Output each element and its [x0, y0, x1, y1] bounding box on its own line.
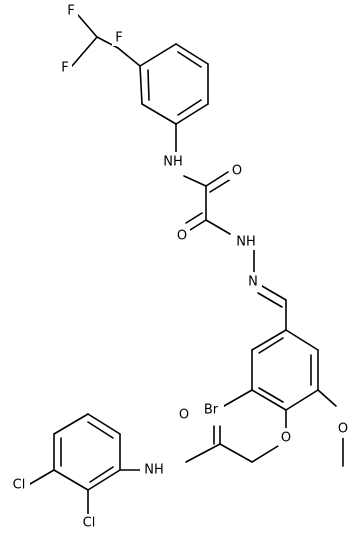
bond — [251, 445, 279, 463]
atom-label: Cl — [13, 478, 26, 493]
atom-label: NH — [236, 235, 256, 250]
atom-o-carbonyl-amide: O — [176, 406, 192, 424]
bond — [219, 443, 253, 463]
atom-o-carbonyl-top: O — [229, 162, 245, 180]
atom-o-carbonyl-bottom: O — [174, 227, 190, 245]
bond — [258, 387, 284, 403]
atom-label: O — [177, 229, 187, 244]
atom-br: Br — [198, 400, 224, 418]
atom-nh-amide-top: NH — [160, 152, 186, 170]
bond — [223, 389, 253, 407]
bond — [185, 212, 203, 224]
bond — [251, 389, 287, 411]
bond — [53, 413, 89, 435]
atom-cl-1: Cl — [8, 476, 30, 494]
bond — [177, 99, 202, 116]
bond — [53, 469, 89, 491]
bond — [117, 47, 141, 67]
bond — [209, 178, 232, 193]
bond — [185, 443, 221, 463]
bond — [175, 43, 209, 65]
bond-layer — [29, 14, 344, 515]
bond — [251, 329, 287, 351]
atom-o-ether: O — [278, 428, 294, 446]
bond — [96, 36, 119, 49]
bond — [87, 421, 114, 439]
atom-label: F — [61, 61, 68, 76]
atom-label: F — [115, 31, 122, 46]
bond — [257, 292, 283, 308]
atom-n-imine: N — [244, 272, 262, 290]
atom-label: Br — [204, 403, 219, 418]
bond — [147, 69, 150, 101]
bond — [285, 329, 319, 351]
bond — [71, 36, 98, 67]
atom-label-layer: F F F NH O O NH N — [8, 3, 351, 532]
atom-nh-amide-bottom: NH — [140, 460, 168, 478]
atom-label: Cl — [83, 516, 96, 531]
bond — [77, 14, 98, 38]
atom-f2: F — [58, 60, 72, 76]
atom-label: F — [67, 4, 74, 19]
atom-label: NH — [144, 463, 164, 478]
bond — [87, 413, 121, 435]
bond — [261, 285, 287, 301]
atom-label: O — [232, 164, 242, 179]
atom-label: O — [179, 408, 189, 423]
atom-o-methoxy: O — [335, 420, 351, 438]
bond — [141, 103, 177, 125]
bond — [177, 51, 202, 68]
bond — [139, 43, 177, 67]
bond — [139, 65, 143, 105]
bond — [89, 466, 114, 483]
bond — [87, 469, 121, 491]
bond — [205, 171, 229, 187]
bond — [205, 219, 231, 235]
bond — [317, 389, 337, 407]
bond — [175, 103, 209, 125]
bond — [258, 337, 284, 354]
atom-f1: F — [64, 3, 78, 19]
atom-label: NH — [163, 155, 183, 170]
bond — [285, 389, 319, 411]
atom-label: O — [338, 422, 348, 437]
bond — [189, 219, 207, 231]
bond — [183, 175, 207, 187]
atom-nh-hydrazide: NH — [232, 232, 260, 250]
atom-f3: F — [112, 30, 126, 46]
atom-label: N — [248, 275, 258, 290]
atom-label: O — [281, 431, 291, 446]
atom-cl-2: Cl — [78, 514, 100, 532]
bond — [29, 469, 55, 485]
